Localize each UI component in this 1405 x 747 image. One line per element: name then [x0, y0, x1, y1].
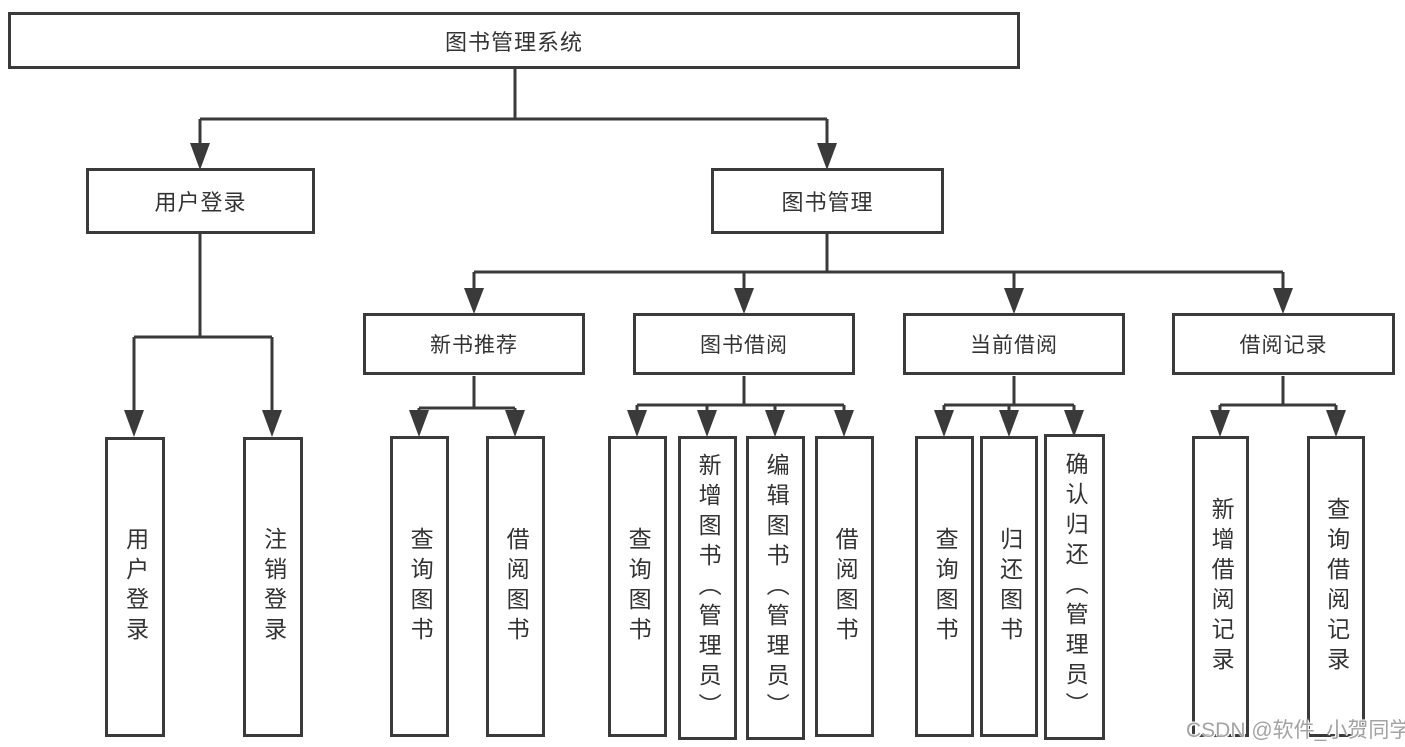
- node-user-login-branch-label: 用户登录: [154, 190, 247, 215]
- connector-new-book-recommend-branch: [409, 376, 525, 437]
- watermark: CSDN @软件_小贺同学: [1186, 719, 1405, 742]
- node-borrow-records: 借阅记录: [1172, 313, 1395, 375]
- connector-book-borrow-branch: [627, 376, 854, 437]
- node-new-book-recommend: 新书推荐: [363, 313, 585, 375]
- node-leaf-edit-books-admin: 编辑图书（管理员）: [746, 436, 805, 740]
- node-current-borrow: 当前借阅: [903, 313, 1125, 375]
- node-borrow-records-label: 借阅记录: [1239, 334, 1328, 357]
- node-leaf-return-books-label: 归还图书: [996, 526, 1023, 647]
- connector-borrow-records-branch: [1210, 376, 1346, 437]
- connector-root-to-level2: [190, 68, 837, 170]
- node-leaf-recommend-borrow-books: 借阅图书: [486, 436, 545, 737]
- connector-user-login-branch: [124, 234, 282, 437]
- node-leaf-borrow-borrow-books: 借阅图书: [815, 436, 874, 737]
- node-leaf-confirm-return-admin-label: 确认归还（管理员）: [1062, 452, 1089, 722]
- node-leaf-logout: 注销登录: [243, 437, 303, 737]
- node-leaf-user-login-label: 用户登录: [122, 527, 149, 647]
- node-book-borrow: 图书借阅: [633, 313, 855, 375]
- node-root-system-label: 图书管理系统: [444, 29, 583, 55]
- node-leaf-query-borrow-record: 查询借阅记录: [1307, 436, 1365, 737]
- node-leaf-logout-label: 注销登录: [260, 527, 287, 647]
- node-leaf-current-query-books: 查询图书: [915, 436, 974, 737]
- node-leaf-query-borrow-record-label: 查询借阅记录: [1323, 496, 1350, 677]
- node-root-system: 图书管理系统: [8, 12, 1020, 69]
- node-leaf-current-query-books-label: 查询图书: [932, 526, 959, 647]
- node-leaf-return-books: 归还图书: [980, 436, 1038, 737]
- node-leaf-borrow-query-books: 查询图书: [608, 436, 667, 737]
- node-leaf-add-borrow-record-label: 新增借阅记录: [1208, 496, 1235, 677]
- node-book-management-branch: 图书管理: [711, 168, 944, 234]
- node-leaf-add-borrow-record: 新增借阅记录: [1192, 436, 1249, 737]
- connector-book-management-branch: [464, 234, 1293, 314]
- node-book-borrow-label: 图书借阅: [700, 334, 788, 357]
- node-leaf-edit-books-admin-label: 编辑图书（管理员）: [763, 453, 790, 723]
- node-new-book-recommend-label: 新书推荐: [430, 334, 518, 357]
- node-leaf-recommend-borrow-books-label: 借阅图书: [503, 526, 530, 647]
- node-leaf-recommend-query-books: 查询图书: [390, 436, 449, 737]
- node-leaf-borrow-query-books-label: 查询图书: [625, 526, 652, 647]
- node-book-management-branch-label: 图书管理: [781, 190, 874, 215]
- node-leaf-borrow-borrow-books-label: 借阅图书: [832, 526, 859, 647]
- node-leaf-add-books-admin-label: 新增图书（管理员）: [695, 453, 722, 723]
- node-leaf-add-books-admin: 新增图书（管理员）: [678, 436, 737, 740]
- connector-current-borrow-branch: [934, 376, 1084, 437]
- node-leaf-recommend-query-books-label: 查询图书: [407, 526, 434, 647]
- node-current-borrow-label: 当前借阅: [970, 334, 1058, 357]
- node-leaf-user-login: 用户登录: [105, 437, 165, 737]
- node-leaf-confirm-return-admin: 确认归还（管理员）: [1044, 434, 1105, 740]
- node-user-login-branch: 用户登录: [86, 168, 315, 234]
